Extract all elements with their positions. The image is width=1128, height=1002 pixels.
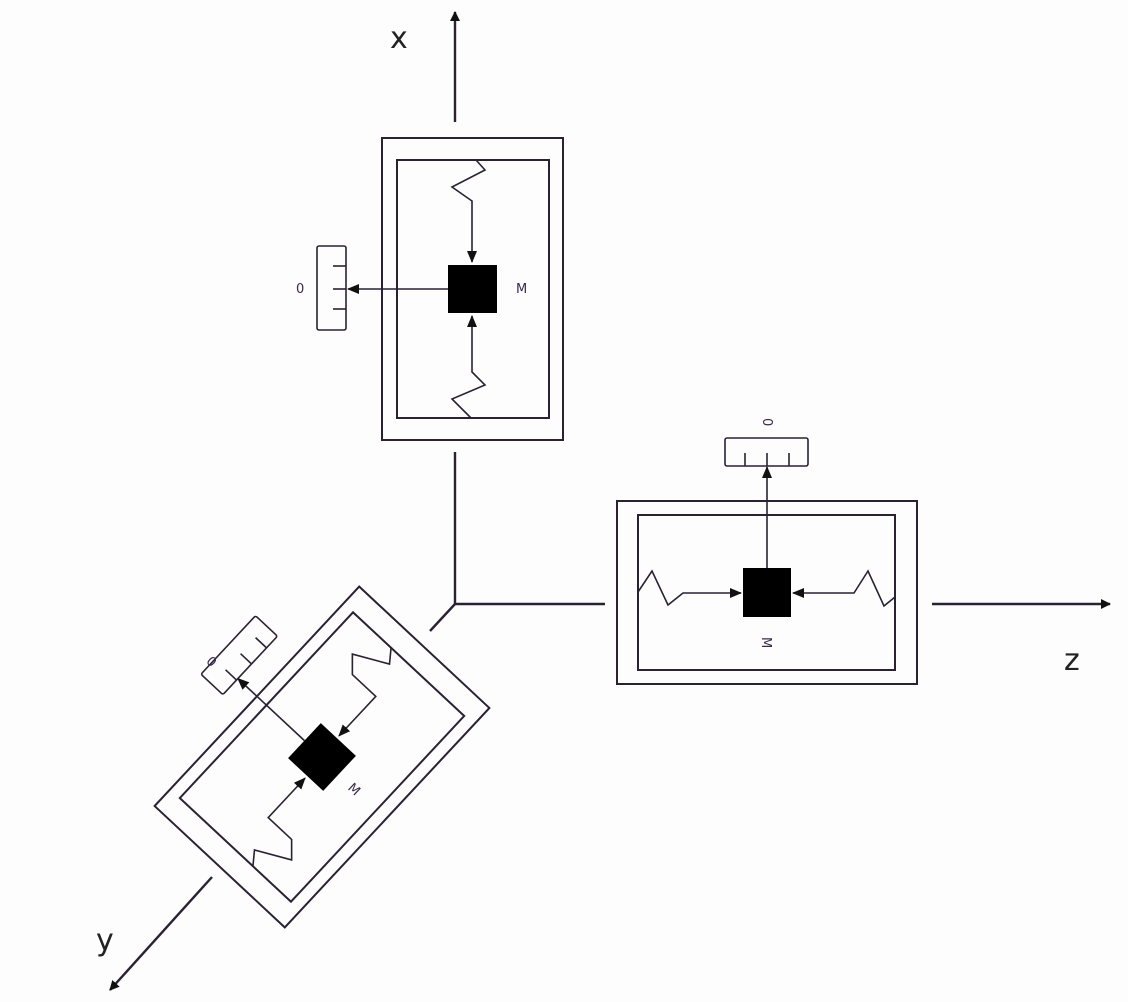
y-axis-label: y — [96, 923, 114, 958]
readout-arrow — [237, 677, 305, 742]
spring-bottom — [450, 315, 487, 419]
mass-label: M — [344, 781, 362, 800]
y-axis-arrow — [109, 876, 213, 991]
readout-gauge — [724, 437, 809, 467]
readout-gauge — [316, 245, 347, 331]
x-axis-sensor: 0 M — [296, 137, 564, 441]
gauge-zero-label: 0 — [296, 282, 304, 297]
spring-left — [637, 569, 742, 607]
z-axis-label: z — [1064, 643, 1080, 678]
gauge-zero-label: 0 — [203, 654, 219, 671]
proof-mass — [288, 723, 356, 791]
spring-right — [338, 647, 392, 737]
spring-right — [792, 569, 896, 608]
gauge-zero-label: 0 — [759, 418, 774, 426]
z-axis-sensor: 0 M — [616, 418, 918, 685]
spring-left — [252, 777, 306, 867]
mass-label: M — [758, 637, 773, 648]
coordinate-axes: x z y — [96, 11, 1111, 991]
y-axis-line — [429, 603, 456, 632]
spring-top — [450, 159, 487, 263]
x-axis-label: x — [390, 21, 408, 56]
mass-label: M — [516, 282, 527, 297]
proof-mass — [448, 265, 497, 313]
readout-gauge — [200, 615, 278, 695]
y-axis-sensor: 0 M — [153, 585, 491, 929]
proof-mass — [743, 568, 791, 617]
